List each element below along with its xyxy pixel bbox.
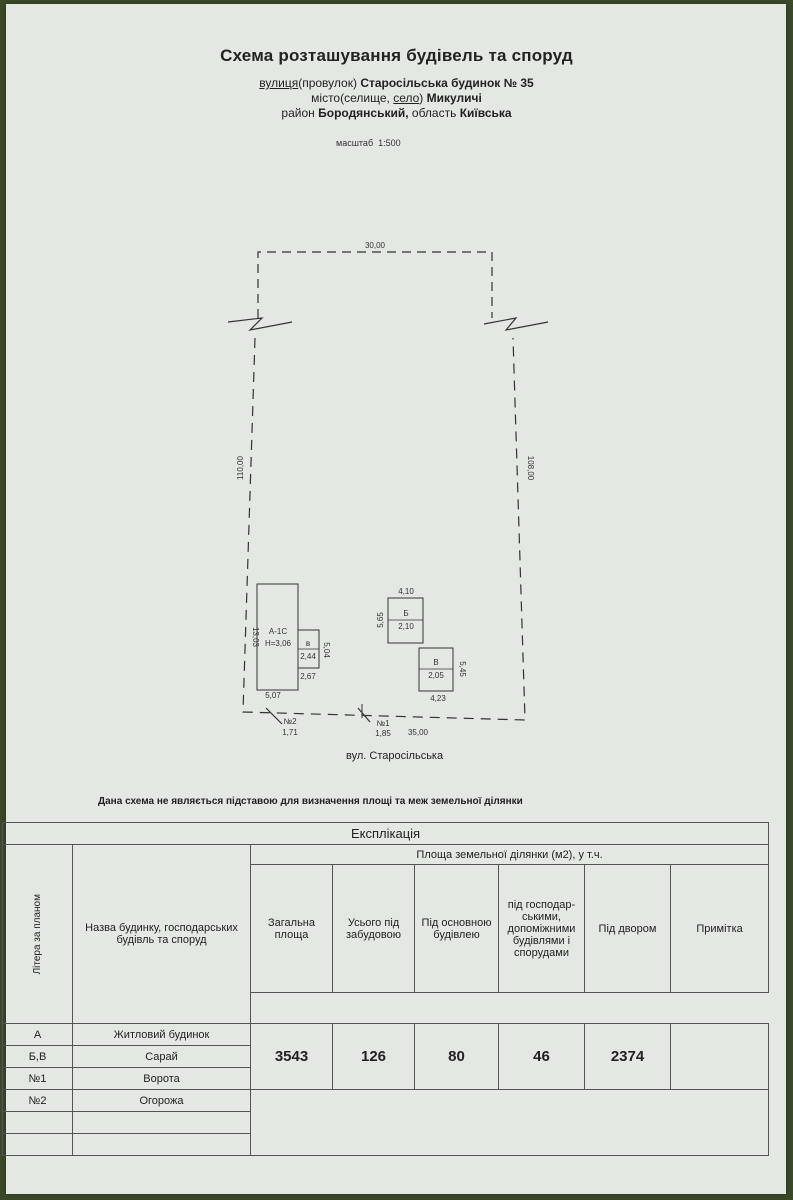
scale-label: масштаб xyxy=(336,138,374,148)
building-v-width: 4,23 xyxy=(430,694,446,703)
scale-line: масштаб 1:500 xyxy=(336,138,401,148)
row-name: Ворота xyxy=(72,1067,251,1090)
row-name: Житловий будинок xyxy=(72,1023,251,1046)
table-row: Б,В Сарай xyxy=(2,1045,769,1068)
building-v-depth: 5,45 xyxy=(458,661,467,677)
building-v-small-width: 2,67 xyxy=(300,672,316,681)
area-header: Площа земельної ділянки (м2), у т.ч. xyxy=(249,844,770,865)
building-v xyxy=(418,647,454,692)
building-b-depth: 5,65 xyxy=(376,612,385,628)
col-built-header: Усього під забудовою xyxy=(332,864,415,993)
right-side-label: 108,00 xyxy=(526,456,535,481)
street-prefix: вулиця xyxy=(259,76,299,90)
district-prefix: район xyxy=(281,106,315,120)
col-letter-header: Літера за планом xyxy=(2,844,73,1024)
building-a-depth: 13,03 xyxy=(251,627,260,648)
gate-1-mark xyxy=(357,707,371,723)
building-v-small-depth: 5,04 xyxy=(322,642,331,658)
value-yard: 2374 xyxy=(584,1023,671,1090)
district-value: Бородянський, xyxy=(318,106,409,120)
empty-cell xyxy=(2,1133,73,1156)
row-name: Огорожа xyxy=(72,1089,251,1112)
building-v-small-label: в xyxy=(306,639,310,648)
table-row: №2 Огорожа xyxy=(2,1089,770,1112)
col-yard-header: Під двором xyxy=(584,864,671,993)
empty-cell xyxy=(72,1111,251,1134)
plot-boundary xyxy=(227,251,549,721)
col-main-header: Під основною будівлею xyxy=(414,864,499,993)
gate-1-value: 1,85 xyxy=(375,729,391,738)
col-name-header: Назва будинку, господарських будівль та … xyxy=(72,844,251,1024)
table-row: А Житловий будинок 3543 126 80 46 2374 xyxy=(2,1023,770,1090)
col-note-header: Примітка xyxy=(669,864,770,993)
row-name: Сарай xyxy=(72,1045,251,1068)
city-close: ) xyxy=(419,91,424,105)
gate-2-value: 1,71 xyxy=(282,728,298,737)
col-aux-header: під господар-ськими, допоміжними будівля… xyxy=(498,864,585,993)
empty-cell xyxy=(249,1111,770,1134)
row-letter: А xyxy=(2,1023,73,1046)
building-b-top: 4,10 xyxy=(398,587,414,596)
value-aux: 46 xyxy=(498,1023,585,1090)
value-built: 126 xyxy=(332,1023,415,1090)
row-letter: №1 xyxy=(2,1067,73,1090)
building-b xyxy=(387,597,424,644)
col-total-header: Загальна площа xyxy=(250,864,333,993)
building-a-width: 5,07 xyxy=(265,691,281,700)
building-b-label: Б xyxy=(403,609,408,618)
scale-value: 1:500 xyxy=(378,138,401,148)
address-district-line: район Бородянський, область Київська xyxy=(0,106,793,120)
value-main: 80 xyxy=(414,1023,499,1090)
building-a xyxy=(256,583,299,691)
table-row xyxy=(2,1133,770,1156)
building-v-label: В xyxy=(433,658,438,667)
row-letter: Б,В xyxy=(2,1045,73,1068)
document-title: Схема розташування будівель та споруд xyxy=(220,46,573,65)
building-v-value: 2,05 xyxy=(428,671,444,680)
building-a-label: А-1С xyxy=(269,627,287,636)
site-plan: 30,00 110,00 108,00 35,00 А-1С Н=3,06 13… xyxy=(227,241,549,738)
empty-cell xyxy=(249,1089,770,1112)
col-letter-text: Літера за планом xyxy=(32,893,43,975)
gate-1-label: №1 xyxy=(376,719,390,728)
empty-cell xyxy=(249,1133,770,1156)
gate-2-mark xyxy=(265,707,283,725)
city-selo: село xyxy=(393,91,420,105)
value-total: 3543 xyxy=(250,1023,333,1090)
table-row xyxy=(2,1111,770,1134)
gate-2-label: №2 xyxy=(283,717,297,726)
bottom-width-label: 35,00 xyxy=(408,728,429,737)
building-b-value: 2,10 xyxy=(398,622,414,631)
explication-table: Експлікація Літера за планом Назва будин… xyxy=(1,822,770,1156)
value-note xyxy=(669,1023,770,1090)
top-width-label: 30,00 xyxy=(365,241,386,250)
city-prefix: місто(селище, xyxy=(311,91,390,105)
oblast-value: Київська xyxy=(459,106,512,120)
empty-cell xyxy=(2,1111,73,1134)
city-value: Микуличі xyxy=(426,91,482,105)
building-v-small-value: 2,44 xyxy=(300,652,316,661)
disclaimer-note: Дана схема не являється підставою для ви… xyxy=(98,796,523,807)
oblast-prefix: область xyxy=(411,106,457,120)
empty-cell xyxy=(72,1133,251,1156)
street-value: Старосільська будинок № 35 xyxy=(360,76,534,90)
building-a-height: Н=3,06 xyxy=(265,639,292,648)
row-letter: №2 xyxy=(2,1089,73,1112)
address-city-line: місто(селище, село) Микуличі xyxy=(0,91,793,105)
street-type-rest: (провулок) xyxy=(298,76,357,90)
street-label: вул. Старосільська xyxy=(346,750,444,762)
left-side-label: 110,00 xyxy=(236,456,245,480)
explication-title: Експлікація xyxy=(1,822,770,845)
address-street-line: вулиця(провулок) Старосільська будинок №… xyxy=(0,76,793,90)
